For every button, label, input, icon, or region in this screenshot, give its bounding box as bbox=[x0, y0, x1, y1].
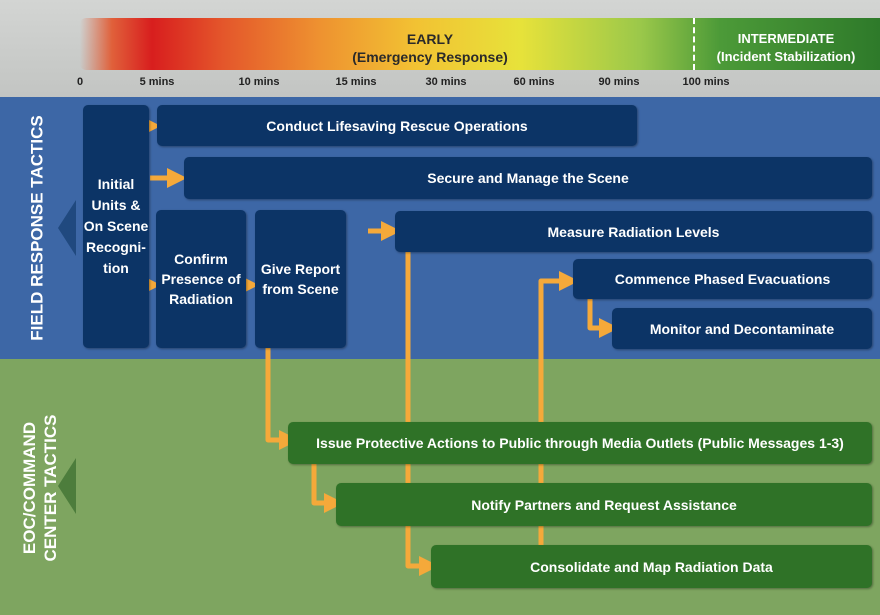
confirm-radiation-box: Confirm Presence of Radiation bbox=[156, 210, 246, 348]
early-phase-subtitle: (Emergency Response) bbox=[352, 49, 508, 65]
arrow-to-notify bbox=[311, 462, 344, 513]
arrow-to-monitor bbox=[587, 298, 619, 338]
early-phase-title: EARLY bbox=[406, 31, 454, 47]
initial-units-line: Units & bbox=[91, 197, 141, 213]
phased-evacuations-box: Commence Phased Evacuations bbox=[573, 259, 872, 299]
confirm-line: Presence of bbox=[161, 271, 241, 287]
early-phase-label: EARLY (Emergency Response) bbox=[330, 30, 530, 66]
tick-label: 5 mins bbox=[139, 76, 175, 88]
confirm-line: Radiation bbox=[169, 291, 233, 307]
intermediate-phase-label: INTERMEDIATE (Incident Stabilization) bbox=[700, 30, 872, 66]
lifesaving-box: Conduct Lifesaving Rescue Operations bbox=[157, 105, 637, 146]
monitor-decontaminate-box: Monitor and Decontaminate bbox=[612, 308, 872, 349]
arrow-to-protective bbox=[265, 343, 299, 450]
secure-scene-box: Secure and Manage the Scene bbox=[184, 157, 872, 199]
consolidate-data-box: Consolidate and Map Radiation Data bbox=[431, 545, 872, 588]
confirm-line: Confirm bbox=[174, 251, 228, 267]
field-zone-pointer bbox=[58, 200, 76, 256]
tick-label: 30 mins bbox=[425, 76, 467, 88]
initial-units-box: Initial Units & On Scene Recogni- tion bbox=[83, 105, 149, 348]
tick-label: 60 mins bbox=[513, 76, 555, 88]
initial-units-line: Recogni- bbox=[86, 239, 146, 255]
phase-divider bbox=[693, 18, 695, 70]
tick-label: 0 bbox=[76, 76, 84, 88]
tick-label: 10 mins bbox=[238, 76, 280, 88]
tick-label: 100 mins bbox=[682, 76, 730, 88]
intermediate-phase-title: INTERMEDIATE bbox=[737, 31, 835, 46]
report-line: from Scene bbox=[262, 281, 339, 297]
tick-label: 90 mins bbox=[598, 76, 640, 88]
tick-label: 15 mins bbox=[335, 76, 377, 88]
initial-units-line: On Scene bbox=[83, 218, 149, 234]
arrow-to-consolidate bbox=[405, 250, 439, 576]
measure-radiation-box: Measure Radiation Levels bbox=[395, 211, 872, 252]
notify-partners-box: Notify Partners and Request Assistance bbox=[336, 483, 872, 526]
eoc-zone-pointer bbox=[58, 458, 76, 514]
report-line: Give Report bbox=[260, 261, 341, 277]
initial-units-line: tion bbox=[103, 260, 129, 276]
intermediate-phase-subtitle: (Incident Stabilization) bbox=[716, 49, 856, 64]
phase-gradient-band bbox=[80, 18, 880, 70]
initial-units-line: Initial bbox=[97, 176, 135, 192]
protective-actions-box: Issue Protective Actions to Public throu… bbox=[288, 422, 872, 464]
give-report-box: Give Report from Scene bbox=[255, 210, 346, 348]
